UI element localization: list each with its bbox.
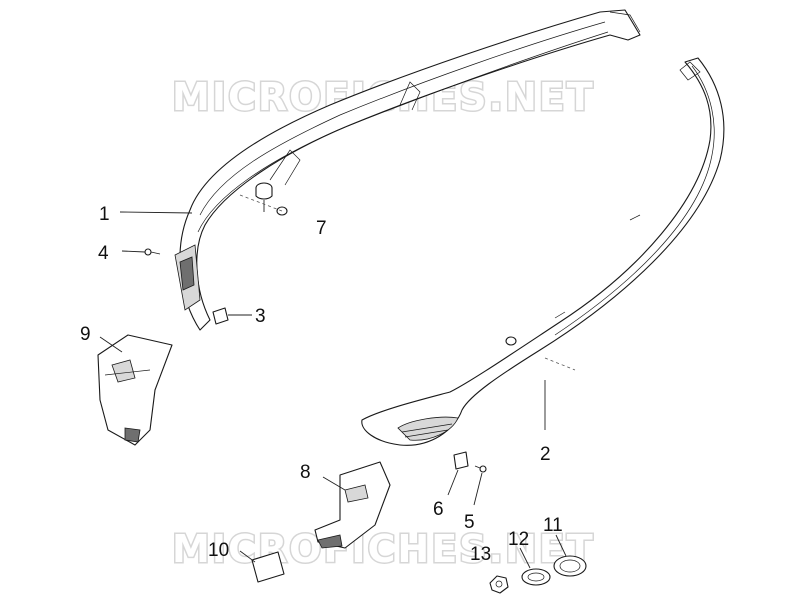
callout-2: 2 bbox=[540, 444, 551, 465]
part-10-pad[interactable] bbox=[239, 550, 285, 583]
part-11-grommet[interactable] bbox=[553, 534, 587, 577]
leader-1 bbox=[119, 211, 193, 214]
leader-8 bbox=[322, 476, 346, 491]
part-9-cover-piece[interactable] bbox=[97, 334, 173, 446]
callout-5: 5 bbox=[464, 512, 475, 533]
callout-13: 13 bbox=[470, 544, 491, 565]
callout-6: 6 bbox=[433, 499, 444, 520]
callout-4: 4 bbox=[98, 243, 109, 264]
watermark-bottom: MICROFICHES.NET bbox=[172, 527, 595, 571]
part-4-screw[interactable] bbox=[121, 248, 161, 256]
callout-11: 11 bbox=[543, 515, 563, 536]
callout-8: 8 bbox=[300, 462, 311, 483]
leader-9 bbox=[99, 336, 123, 353]
callout-10: 10 bbox=[208, 540, 229, 561]
leader-6 bbox=[447, 469, 459, 496]
part-8-bracket[interactable] bbox=[314, 461, 391, 549]
leader-10 bbox=[239, 550, 256, 563]
part-2-right-side-cover[interactable] bbox=[361, 57, 725, 446]
part-5-screw[interactable] bbox=[473, 465, 487, 506]
callout-1: 1 bbox=[99, 204, 110, 225]
part-7-grommet[interactable] bbox=[255, 182, 273, 212]
leader-12 bbox=[519, 547, 531, 569]
part-1-left-side-cover[interactable] bbox=[174, 9, 641, 331]
leader-5 bbox=[473, 472, 483, 506]
leader-4 bbox=[121, 250, 146, 253]
callout-7: 7 bbox=[316, 218, 327, 239]
part-13-nut[interactable] bbox=[489, 575, 509, 594]
part-6-spring-nut[interactable] bbox=[447, 451, 469, 496]
part-nut-left bbox=[239, 194, 288, 216]
part-3-clip[interactable] bbox=[212, 307, 252, 325]
callout-9: 9 bbox=[80, 324, 91, 345]
leader-11 bbox=[555, 534, 567, 557]
part-nut-right bbox=[505, 336, 576, 430]
callout-3: 3 bbox=[255, 306, 266, 327]
callout-12: 12 bbox=[508, 529, 529, 550]
part-12-grommet[interactable] bbox=[519, 547, 551, 586]
